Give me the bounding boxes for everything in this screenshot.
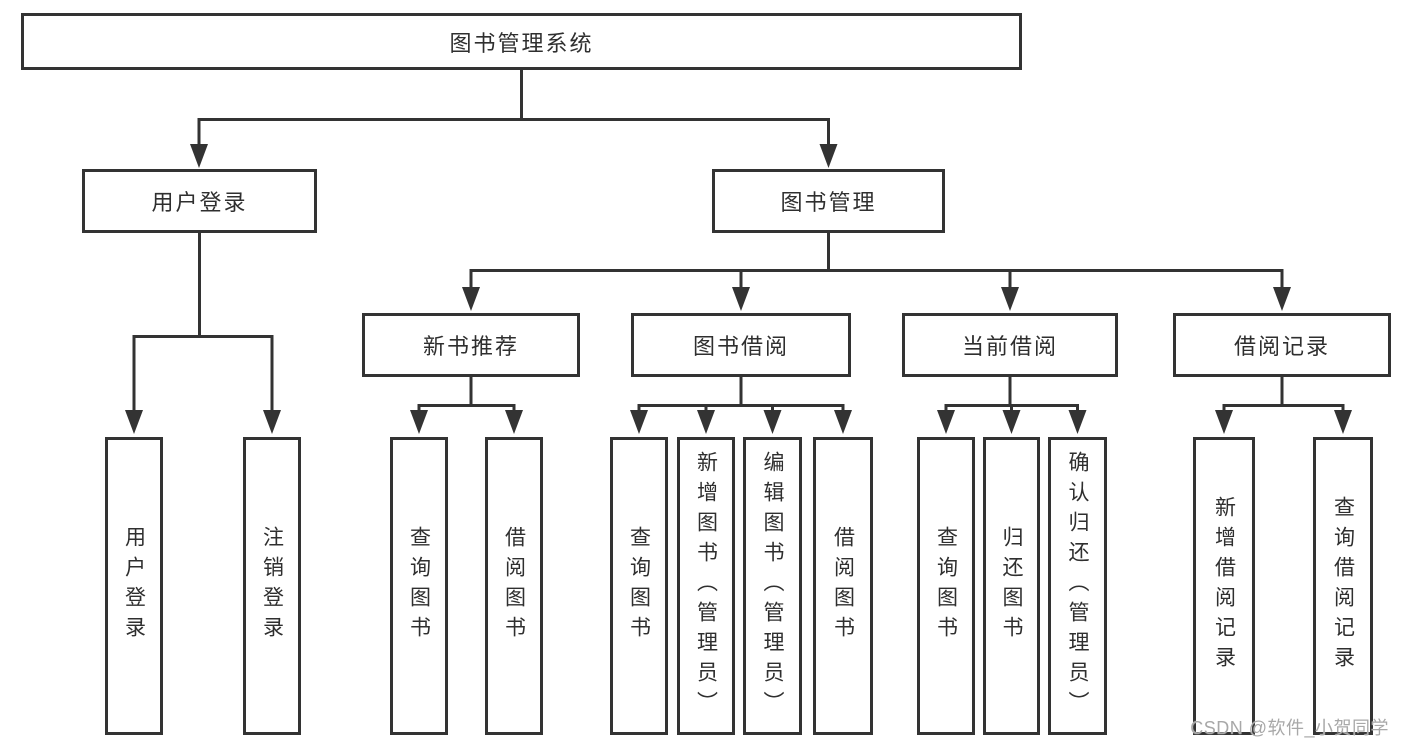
leaf-add-borrow-record: 新增借阅记录 xyxy=(1193,437,1255,735)
arrow-leaf-confirm-return xyxy=(1068,410,1087,434)
node-book-borrow-label: 图书借阅 xyxy=(692,334,789,359)
arrowheads xyxy=(125,144,1352,434)
node-book-borrow: 图书借阅 xyxy=(631,313,851,377)
arrow-leaf-return-book xyxy=(1002,410,1021,434)
node-book-mgmt: 图书管理 xyxy=(712,169,945,233)
leaf-logout: 注销登录 xyxy=(243,437,301,735)
leaf-query-books-1: 查询图书 xyxy=(390,437,448,735)
node-new-book-recommend: 新书推荐 xyxy=(362,313,580,377)
arrow-leaf-borrow-books-1 xyxy=(505,410,523,434)
arrow-to-user-login xyxy=(190,144,208,168)
node-current-borrow: 当前借阅 xyxy=(902,313,1118,377)
edge-new-book-fork xyxy=(417,404,516,412)
arrow-leaf-logout xyxy=(263,410,281,434)
leaf-edit-book-admin: 编辑图书（管理员） xyxy=(743,437,802,735)
leaf-borrow-books-1-label: 借阅图书 xyxy=(502,526,526,646)
leaf-query-books-1-label: 查询图书 xyxy=(407,526,431,646)
arrow-to-current-borrow xyxy=(1001,287,1019,311)
arrow-to-book-borrow xyxy=(732,287,750,311)
arrow-leaf-query-books-2 xyxy=(630,410,648,434)
leaf-query-books-3-label: 查询图书 xyxy=(934,526,958,646)
node-user-login: 用户登录 xyxy=(82,169,317,233)
leaf-return-book-label: 归还图书 xyxy=(1000,526,1023,646)
leaf-borrow-books-1: 借阅图书 xyxy=(485,437,543,735)
arrow-leaf-edit-book xyxy=(763,410,782,434)
arrow-leaf-query-record xyxy=(1334,410,1352,434)
edge-borrow-records-fork xyxy=(1222,404,1345,412)
arrow-leaf-add-record xyxy=(1215,410,1233,434)
leaf-logout-label: 注销登录 xyxy=(260,526,284,646)
leaf-query-books-2-label: 查询图书 xyxy=(627,526,651,646)
edge-user-login-fork xyxy=(132,335,274,414)
node-root: 图书管理系统 xyxy=(21,13,1022,70)
leaf-query-borrow-record: 查询借阅记录 xyxy=(1313,437,1373,735)
leaf-query-books-3: 查询图书 xyxy=(917,437,975,735)
csdn-watermark: CSDN @软件_小贺同学 xyxy=(1190,718,1389,738)
edge-root-rail xyxy=(197,118,830,146)
leaf-borrow-books-2-label: 借阅图书 xyxy=(831,526,855,646)
leaf-user-login-label: 用户登录 xyxy=(122,526,146,646)
arrow-leaf-add-book xyxy=(697,410,715,434)
node-current-borrow-label: 当前借阅 xyxy=(961,334,1058,359)
arrow-to-book-mgmt xyxy=(819,144,838,168)
leaf-add-book-admin: 新增图书（管理员） xyxy=(677,437,735,735)
arrow-leaf-user-login xyxy=(125,410,143,434)
edge-book-mgmt-rail xyxy=(469,269,1284,290)
node-borrow-records: 借阅记录 xyxy=(1173,313,1391,377)
node-new-book-recommend-label: 新书推荐 xyxy=(422,334,519,359)
node-book-mgmt-label: 图书管理 xyxy=(780,190,877,215)
arrow-leaf-query-books-3 xyxy=(937,410,955,434)
arrow-leaf-borrow-books-2 xyxy=(834,410,852,434)
leaf-add-book-admin-label: 新增图书（管理员） xyxy=(694,451,718,721)
arrow-leaf-query-books-1 xyxy=(410,410,428,434)
arrow-to-new-book xyxy=(462,287,480,311)
leaf-return-book: 归还图书 xyxy=(983,437,1040,735)
node-user-login-label: 用户登录 xyxy=(151,190,248,215)
leaf-edit-book-admin-label: 编辑图书（管理员） xyxy=(761,451,784,721)
arrow-to-borrow-records xyxy=(1273,287,1291,311)
leaf-confirm-return-admin: 确认归还（管理员） xyxy=(1048,437,1107,735)
leaf-confirm-return-admin-label: 确认归还（管理员） xyxy=(1066,451,1089,721)
leaf-user-login: 用户登录 xyxy=(105,437,163,735)
leaf-query-books-2: 查询图书 xyxy=(610,437,668,735)
leaf-borrow-books-2: 借阅图书 xyxy=(813,437,873,735)
node-borrow-records-label: 借阅记录 xyxy=(1233,334,1330,359)
leaf-add-borrow-record-label: 新增借阅记录 xyxy=(1212,496,1236,676)
node-root-label: 图书管理系统 xyxy=(449,30,594,56)
leaf-query-borrow-record-label: 查询借阅记录 xyxy=(1331,496,1355,676)
edge-book-borrow-fork xyxy=(637,404,845,412)
